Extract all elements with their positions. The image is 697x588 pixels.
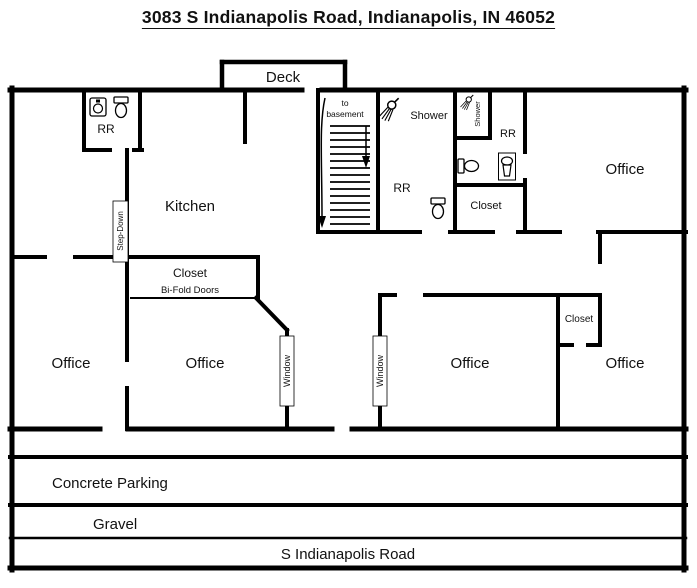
shower-icon: [378, 97, 400, 123]
shower-stall-label: Shower: [473, 101, 482, 127]
window-label: Window: [375, 354, 385, 387]
office-left-label: Office: [52, 355, 91, 372]
title-bar: 3083 S Indianapolis Road, Indianapolis, …: [0, 7, 697, 28]
page-title: 3083 S Indianapolis Road, Indianapolis, …: [141, 7, 556, 27]
window-label-box-right: Window: [372, 335, 388, 407]
office-center-left-label: Office: [186, 355, 225, 372]
office-bottom-right-label: Office: [606, 355, 645, 372]
pedestal-sink-icon: [497, 152, 517, 181]
office-top-right-label: Office: [606, 161, 645, 178]
stair-treads: [330, 125, 370, 225]
toilet-icon: [430, 197, 446, 220]
rr-top-left-label: RR: [97, 122, 115, 136]
closet-kitchen-label: Closet: [173, 266, 208, 280]
closet-right-label: Closet: [470, 200, 501, 212]
toilet-icon: [457, 158, 480, 174]
room-labels: RR Kitchen Closet Bi-Fold Doors Shower R…: [52, 110, 645, 372]
kitchen-label: Kitchen: [165, 198, 215, 215]
rr-mid-label: RR: [393, 181, 411, 195]
basement-stairs: to basement: [318, 97, 370, 228]
concrete-parking-label: Concrete Parking: [52, 475, 168, 492]
stairs-down-arrow-short: [362, 126, 370, 168]
step-down-label: Step-Down: [116, 211, 125, 251]
site-labels: Concrete Parking Gravel S Indianapolis R…: [52, 475, 415, 563]
deck-label: Deck: [266, 69, 301, 86]
office-center-right-label: Office: [451, 355, 490, 372]
toilet-icon: [113, 96, 129, 119]
gravel-label: Gravel: [93, 516, 137, 533]
rr-right-label: RR: [500, 128, 516, 140]
site-boundary-lines: [7, 455, 689, 571]
shower-mid-label: Shower: [410, 110, 448, 122]
bifold-doors-label: Bi-Fold Doors: [161, 285, 219, 296]
window-label-box-left: Window: [279, 335, 295, 407]
stairs-down-arrow-long: [318, 97, 326, 228]
road-label: S Indianapolis Road: [281, 546, 415, 563]
step-down-label-box: Step-Down: [112, 200, 129, 263]
outer-walls: [7, 85, 689, 573]
stairs-note-line2: basement: [326, 109, 364, 119]
stairs-note-line1: to: [341, 98, 348, 108]
window-label: Window: [282, 354, 292, 387]
sink-icon: [89, 97, 107, 117]
closet-bottom-label: Closet: [565, 314, 594, 325]
shower-icon: [459, 94, 474, 111]
fixtures: [89, 94, 517, 220]
deck: Deck: [219, 59, 348, 93]
